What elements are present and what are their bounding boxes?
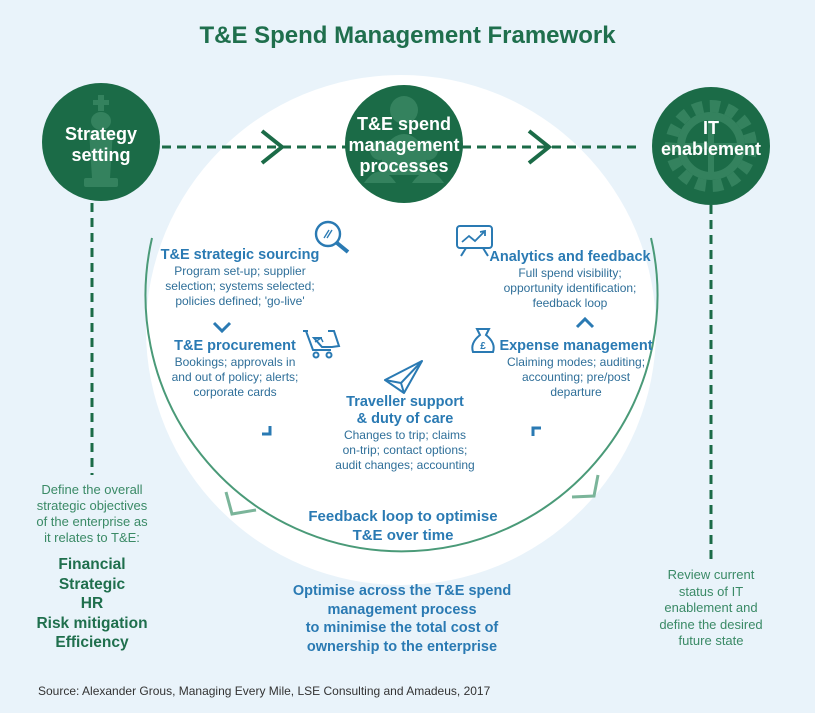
procurement-line: Bookings; approvals in [174,355,296,369]
expense-block: Expense management Claiming modes; audit… [494,338,658,400]
strategy-objectives-list: Financial Strategic HR Risk mitigation E… [14,555,170,653]
strategy-desc-line: of the enterprise as [36,514,148,529]
traveller-line: Changes to trip; claims [343,428,467,442]
feedback-loop-label: Feedback loop to optimise T&E over time [285,507,521,545]
analytics-line: Full spend visibility; [518,266,622,280]
sourcing-line: policies defined; 'go-live' [175,294,305,308]
chess-king-icon [84,95,118,187]
connector-arrow-2 [527,129,553,165]
traveller-line: on-trip; contact options; [342,443,468,457]
processes-hub-label: T&E spend management processes [340,114,468,177]
sourcing-line: Program set-up; supplier [174,264,306,278]
money-bag-icon: £ [471,328,495,353]
analytics-line: opportunity identification; [503,281,637,295]
chart-screen-icon [456,225,493,257]
it-hub-line1: IT [703,118,719,138]
traveller-heading-2: & duty of care [356,411,454,427]
gear-icon [665,100,757,192]
analytics-heading: Analytics and feedback [489,249,651,265]
strategy-desc-line: strategic objectives [36,498,148,513]
objective-item: Strategic [58,575,126,593]
strategy-hub-line1: Strategy [64,124,138,144]
analytics-line: feedback loop [532,296,608,310]
source-citation: Source: Alexander Grous, Managing Every … [38,684,491,698]
sourcing-heading: T&E strategic sourcing [160,247,320,263]
strategy-hub-label: Strategy setting [42,124,160,166]
processes-hub-line2: management [348,135,460,155]
it-description: Review current status of IT enablement a… [640,567,782,650]
procurement-line: and out of policy; alerts; [171,370,299,384]
sourcing-block: T&E strategic sourcing Program set-up; s… [150,247,330,309]
feedback-loop-line2: T&E over time [352,527,454,544]
strategy-hub-line2: setting [71,145,131,165]
feedback-loop-line1: Feedback loop to optimise [308,508,498,525]
shopping-cart-icon [303,330,341,359]
it-desc-line: status of IT [678,583,744,599]
objective-item: Risk mitigation [36,614,148,632]
strategy-desc-line: Define the overall [41,482,143,497]
processes-hub-line1: T&E spend [356,114,451,134]
expense-line: departure [550,385,602,399]
strategy-description: Define the overall strategic objectives … [14,482,170,546]
cycle-chevron-down [212,321,232,334]
objective-item: Efficiency [55,634,129,651]
cycle-chevron-bottom-left [262,426,272,436]
procurement-line: corporate cards [193,385,277,399]
connector-arrow-1 [260,129,286,165]
svg-text:£: £ [480,341,486,352]
sourcing-line: selection; systems selected; [165,279,315,293]
optimise-statement: Optimise across the T&E spend management… [266,582,538,656]
optimise-line3: to minimise the total cost of [305,620,499,636]
process-circle [146,75,656,585]
it-desc-line: define the desired [659,616,763,632]
it-desc-line: future state [678,633,744,648]
procurement-block: T&E procurement Bookings; approvals in a… [160,338,310,400]
traveller-heading-1: Traveller support [346,394,464,410]
optimise-line1: Optimise across the T&E spend [292,583,512,599]
optimise-line4: ownership to the enterprise [306,638,498,655]
cycle-chevron-bottom-right [531,426,541,436]
strategy-desc-line: it relates to T&E: [44,530,140,545]
people-icon [364,96,444,183]
it-hub-label: IT enablement [651,118,771,160]
cycle-chevron-up [575,316,595,329]
expense-heading: Expense management [499,338,653,354]
arc-arrow-left [224,491,257,516]
it-hub-line2: enablement [660,139,762,159]
optimise-line2: management process [327,601,477,618]
expense-line: accounting; pre/post [521,370,631,384]
objective-item: HR [80,595,104,612]
it-desc-line: enablement and [664,600,758,615]
feedback-arc [144,237,659,553]
processes-hub-line3: processes [359,156,449,176]
procurement-heading: T&E procurement [174,338,296,354]
traveller-line: audit changes; accounting [335,458,475,472]
it-desc-line: Review current [667,567,755,582]
traveller-block: Traveller support & duty of care Changes… [320,394,490,473]
expense-line: Claiming modes; auditing; [506,355,646,369]
paper-plane-icon [384,360,423,394]
page-title: T&E Spend Management Framework [199,22,616,49]
analytics-block: Analytics and feedback Full spend visibi… [480,249,660,311]
magnifier-icon [314,220,350,254]
objective-item: Financial [58,556,126,573]
arc-arrow-right [571,474,600,499]
